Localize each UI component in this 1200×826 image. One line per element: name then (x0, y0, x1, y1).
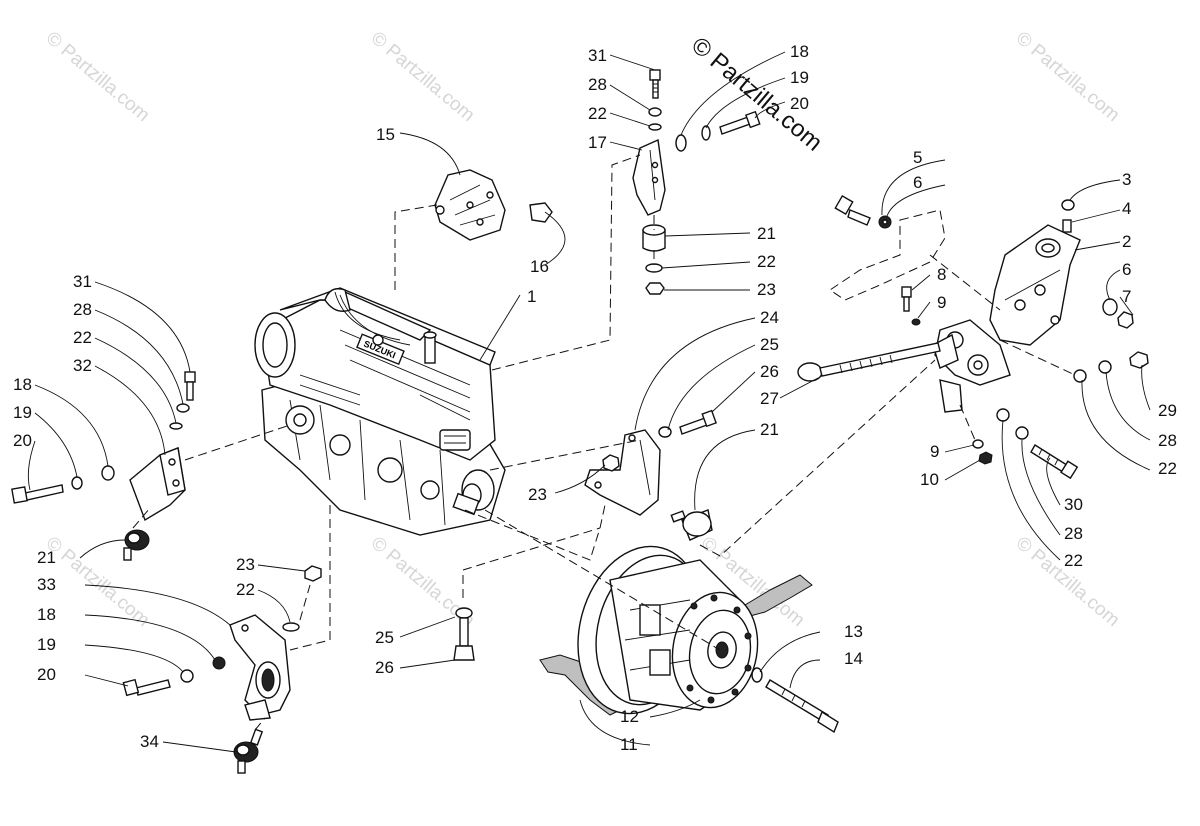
engine: SUZUKI (254, 287, 506, 536)
callout-23: 23 (528, 485, 547, 504)
callout-12: 12 (620, 707, 639, 726)
callout-22: 22 (73, 328, 92, 347)
callout-8: 8 (937, 265, 946, 284)
callout-9: 9 (937, 293, 946, 312)
callout-19: 19 (37, 635, 56, 654)
callout-26: 26 (760, 362, 779, 381)
callout-34: 34 (140, 732, 159, 751)
callout-20: 20 (37, 665, 56, 684)
callout-9: 9 (930, 442, 939, 461)
callout-23: 23 (757, 280, 776, 299)
left-mount (11, 371, 196, 561)
callout-28: 28 (1158, 431, 1177, 450)
callout-29: 29 (1158, 401, 1177, 420)
callout-22: 22 (1158, 459, 1177, 478)
lower-left-mount (122, 565, 322, 774)
callout-27: 27 (760, 389, 779, 408)
callout-6: 6 (1122, 260, 1131, 279)
callout-23: 23 (236, 555, 255, 574)
callout-20: 20 (13, 431, 32, 450)
callout-22: 22 (236, 580, 255, 599)
watermark: © Partzilla.com (42, 28, 154, 126)
assembly-lines (132, 154, 1076, 731)
callout-18: 18 (13, 375, 32, 394)
callout-7: 7 (1122, 287, 1131, 306)
callout-16: 16 (530, 257, 549, 276)
callout-3: 3 (1122, 170, 1131, 189)
callout-32: 32 (73, 356, 92, 375)
callout-18: 18 (790, 42, 809, 61)
callout-2: 2 (1122, 232, 1131, 251)
callout-13: 13 (844, 622, 863, 641)
callout-30: 30 (1064, 495, 1083, 514)
leader-lines (27, 51, 1151, 753)
right-mount (797, 194, 1149, 480)
callout-18: 18 (37, 605, 56, 624)
callout-17: 17 (588, 133, 607, 152)
bracket-17 (632, 69, 761, 295)
callout-21: 21 (760, 420, 779, 439)
callout-15: 15 (376, 125, 395, 144)
callout-24: 24 (760, 308, 779, 327)
callout-33: 33 (37, 575, 56, 594)
callout-11: 11 (620, 735, 638, 754)
callout-5: 5 (913, 148, 922, 167)
watermark: © Partzilla.com (367, 28, 479, 126)
callout-25: 25 (760, 335, 779, 354)
bracket-24 (453, 409, 717, 661)
callout-22: 22 (588, 104, 607, 123)
callout-4: 4 (1122, 199, 1131, 218)
callout-14: 14 (844, 649, 863, 668)
callout-28: 28 (1064, 524, 1083, 543)
callout-25: 25 (375, 628, 394, 647)
callout-22: 22 (757, 252, 776, 271)
callout-28: 28 (73, 300, 92, 319)
callout-28: 28 (588, 75, 607, 94)
callout-20: 20 (790, 94, 809, 113)
callout-26: 26 (375, 658, 394, 677)
callout-21: 21 (37, 548, 56, 567)
callout-19: 19 (13, 403, 32, 422)
clutch-assembly (539, 545, 839, 734)
callout-10: 10 (920, 470, 939, 489)
callout-19: 19 (790, 68, 809, 87)
bracket-15 (434, 169, 553, 241)
callout-21: 21 (757, 224, 776, 243)
callout-22: 22 (1064, 551, 1083, 570)
watermark: © Partzilla.com (1012, 28, 1124, 126)
callout-31: 31 (588, 46, 607, 65)
callouts: 1 15 16 31 28 22 17 18 19 20 21 22 23 24… (13, 42, 1177, 754)
callout-1: 1 (527, 287, 536, 306)
callout-6: 6 (913, 173, 922, 192)
callout-31: 31 (73, 272, 92, 291)
watermark: © Partzilla.com (1012, 533, 1124, 631)
